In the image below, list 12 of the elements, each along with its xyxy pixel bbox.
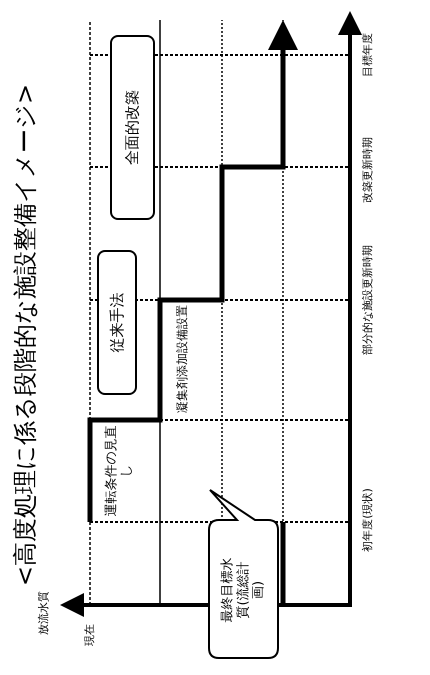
axis-label: 現在 xyxy=(84,623,97,648)
tick-label: 初年度(現状) xyxy=(362,487,375,554)
stage-box: 全面的改築 xyxy=(110,35,155,220)
speech-bubble: 最終目標水質(流総計画) xyxy=(207,488,280,660)
stage-label: 運転条件の見直し xyxy=(105,425,135,517)
stage-label: 凝集剤添加設備設置 xyxy=(176,305,190,413)
tick-label: 部分的な施設更新時期 xyxy=(362,244,375,357)
stage-box: 従来手法 xyxy=(97,250,137,395)
title: <高度処理に係る段階的な施設整備イメージ> xyxy=(12,82,40,588)
tick-label: 目標年度 xyxy=(362,32,375,79)
axis-label: 放流水質 xyxy=(38,590,51,637)
tick-label: 改築更新時期 xyxy=(362,136,375,205)
